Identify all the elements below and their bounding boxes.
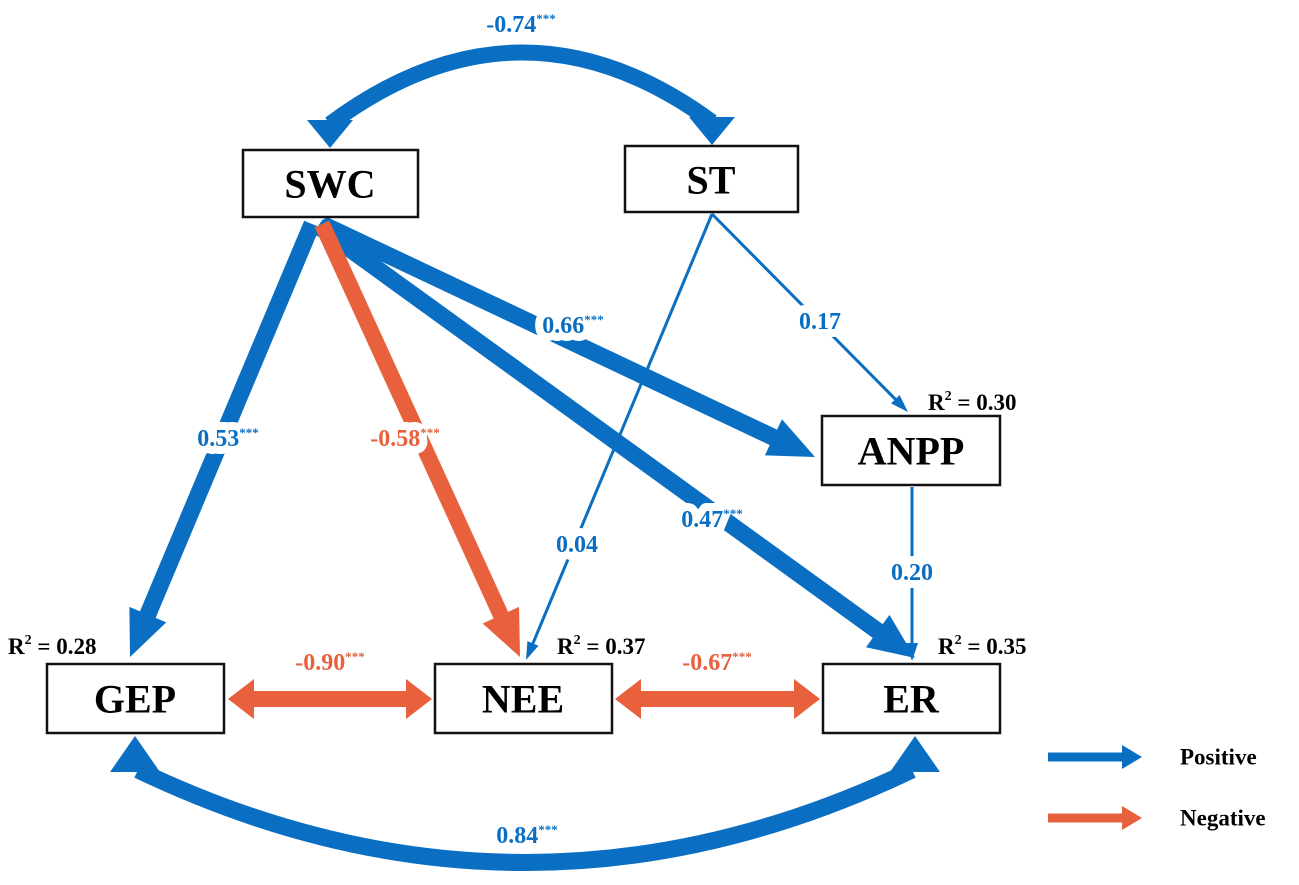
coef-gep-nee: -0.90*** bbox=[295, 649, 365, 676]
arrow-shaft bbox=[134, 762, 916, 871]
node-anpp-label: ANPP bbox=[858, 429, 965, 474]
node-nee-label: NEE bbox=[482, 677, 564, 722]
arrowhead-icon bbox=[1122, 806, 1142, 830]
arrow-shaft bbox=[314, 220, 511, 623]
path-arrows bbox=[110, 44, 940, 871]
coef-gep-er: 0.84*** bbox=[496, 822, 558, 849]
coef-swc-anpp: 0.66*** bbox=[542, 312, 604, 339]
node-st-label: ST bbox=[687, 158, 736, 203]
arrowhead-icon bbox=[526, 641, 539, 660]
node-gep-label: GEP bbox=[94, 677, 176, 722]
arrowhead-icon bbox=[891, 394, 908, 412]
arrow-swc-er bbox=[313, 219, 915, 658]
coef-anpp-er: 0.20 bbox=[891, 560, 933, 586]
node-er-label: ER bbox=[883, 677, 940, 722]
arrowhead-icon bbox=[764, 419, 815, 457]
legend-negative-label: Negative bbox=[1180, 806, 1266, 831]
arrow-anpp-er bbox=[906, 487, 918, 661]
arrowhead-icon bbox=[406, 679, 432, 719]
arrow-swc-nee bbox=[314, 220, 520, 657]
arrowhead-icon bbox=[689, 117, 735, 145]
arrowhead-icon bbox=[129, 606, 167, 657]
legend-positive-label: Positive bbox=[1180, 745, 1257, 770]
arrowhead-icon bbox=[906, 643, 918, 661]
arrowhead-icon bbox=[1122, 745, 1142, 769]
node-gep: GEP bbox=[45, 662, 226, 735]
arrowhead-icon bbox=[615, 679, 641, 719]
arrowhead-icon bbox=[482, 606, 520, 657]
coef-nee-er: -0.67*** bbox=[682, 649, 752, 676]
node-er: ER bbox=[821, 662, 1002, 735]
arrow-shaft bbox=[138, 220, 320, 623]
arrow-shaft bbox=[710, 212, 898, 402]
arrow-gep-er bbox=[110, 736, 940, 871]
arrow-st-anpp bbox=[710, 212, 908, 412]
coef-swc-gep: 0.53*** bbox=[197, 425, 259, 452]
node-swc-label: SWC bbox=[284, 162, 375, 207]
node-st: ST bbox=[623, 144, 800, 214]
arrowhead-icon bbox=[890, 736, 940, 772]
coef-swc-st: -0.74*** bbox=[486, 11, 556, 38]
arrow-shaft bbox=[313, 219, 887, 641]
arrow-st-nee bbox=[526, 213, 714, 660]
node-nee: NEE bbox=[433, 662, 614, 735]
node-swc: SWC bbox=[241, 148, 420, 219]
arrow-nee-er bbox=[615, 679, 820, 719]
arrow-shaft bbox=[530, 213, 714, 646]
r2-er: R2 = 0.35 bbox=[938, 633, 1026, 659]
coef-st-anpp: 0.17 bbox=[799, 309, 841, 335]
r2-anpp: R2 = 0.30 bbox=[928, 389, 1016, 415]
arrowhead-icon bbox=[866, 614, 915, 658]
arrowhead-icon bbox=[307, 120, 353, 148]
r2-nee: R2 = 0.37 bbox=[557, 633, 645, 659]
arrow-gep-nee bbox=[228, 679, 432, 719]
legend-positive-arrow-icon bbox=[1048, 745, 1142, 769]
node-anpp: ANPP bbox=[820, 414, 1002, 487]
coef-st-nee: 0.04 bbox=[556, 532, 598, 558]
arrow-swc-anpp bbox=[318, 216, 815, 457]
r2-gep: R2 = 0.28 bbox=[8, 633, 96, 659]
arrowhead-icon bbox=[110, 736, 160, 772]
arrowhead-icon bbox=[228, 679, 254, 719]
arrow-shaft bbox=[318, 216, 782, 447]
legend: Positive Negative bbox=[1048, 745, 1266, 831]
arrow-shaft bbox=[325, 44, 717, 131]
arrow-swc-st bbox=[307, 44, 735, 148]
arrowhead-icon bbox=[794, 679, 820, 719]
legend-negative-arrow-icon bbox=[1048, 806, 1142, 830]
arrow-swc-gep bbox=[129, 220, 320, 657]
